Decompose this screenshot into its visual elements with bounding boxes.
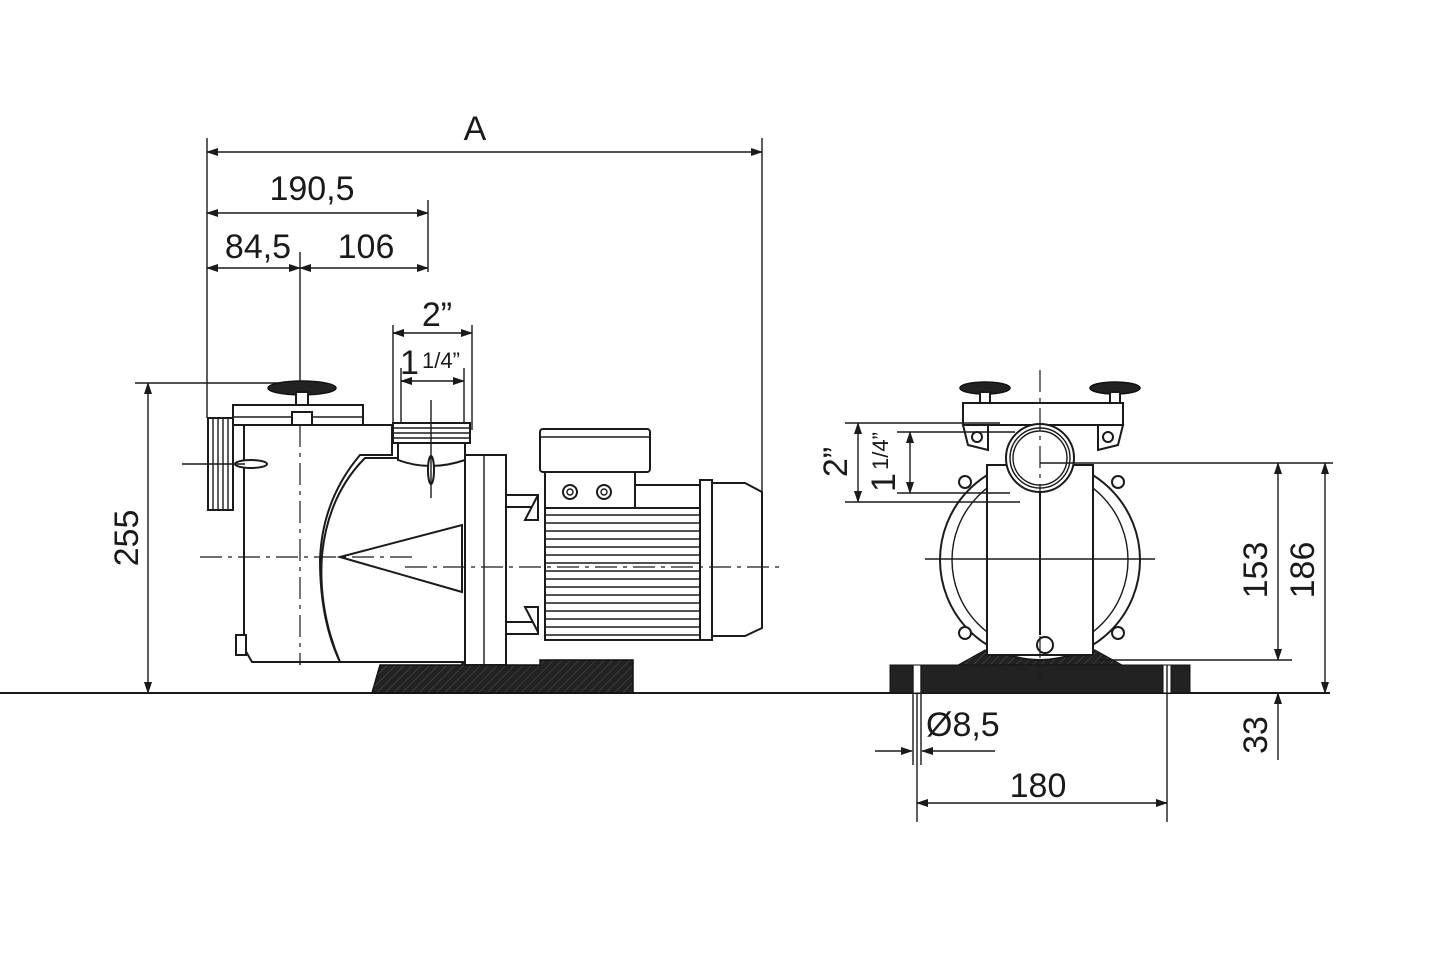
dim-label-84-5: 84,5 [225,228,291,266]
pump-volute [320,456,466,663]
dim-label-outlet-2in: 2” [422,296,452,334]
dim-label-33: 33 [1237,716,1275,754]
motor-body [544,507,701,641]
motor-terminal-box [539,428,651,473]
front-view: 2” 1 1/4” 153 186 33 Ø8,5 180 [817,370,1333,822]
front-dim-label-2in: 2” [817,447,855,477]
dim-label-outlet-quarter: 1/4” [422,348,460,373]
dim-label-180: 180 [1010,767,1067,805]
front-dim-label-quarter: 1/4” [868,432,893,470]
side-view: A 190,5 84,5 106 2” 1 1/4” 255 [108,110,780,694]
mounting-hole-left [912,664,922,694]
dim-label-106: 106 [338,228,395,266]
dim-label-153: 153 [1237,542,1275,599]
front-dim-label-1in: 1 [865,473,903,492]
dim-label-255: 255 [108,510,146,567]
dim-label-outlet-1in: 1 [400,344,419,382]
dim-label-hole-diameter: Ø8,5 [926,706,1000,744]
motor-fan-cover [711,482,763,637]
impeller-cone [336,523,463,594]
pump-flange [464,454,507,666]
front-lid [962,402,1124,426]
dim-label-a: A [464,110,487,148]
dim-label-186: 186 [1284,542,1322,599]
dim-label-190-5: 190,5 [269,170,354,208]
